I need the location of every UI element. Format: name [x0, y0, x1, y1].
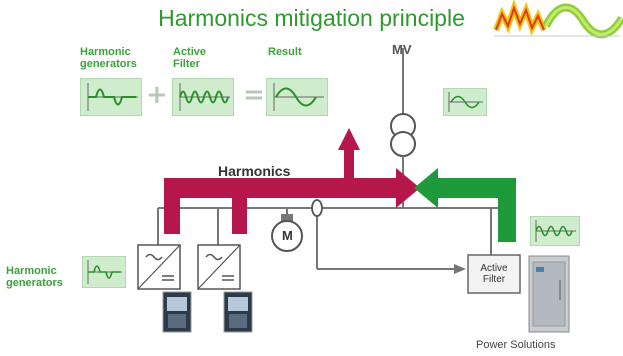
cabinet-icon [528, 255, 570, 333]
waveform-left-generators [81, 255, 127, 293]
waveform-chart-icon [442, 87, 488, 117]
harmonics-arrow [164, 128, 420, 234]
drive-icon [197, 244, 241, 290]
motor-icon [271, 214, 303, 252]
mv-label: MV [392, 42, 412, 57]
power-solutions-label: Power Solutions [476, 339, 556, 351]
current-sensor-icon [311, 199, 323, 217]
drive-icon [137, 244, 181, 290]
harmonics-label: Harmonics [218, 163, 291, 179]
waveform-chart-icon [79, 77, 143, 117]
compensation-arrow [414, 168, 516, 242]
waveform-active-filter [171, 77, 235, 121]
drive-photo-icon [162, 291, 192, 333]
equals-operator: = [243, 80, 265, 110]
top-label-harmonic-generators: Harmonic generators [80, 46, 137, 70]
waveform-mv-result [442, 87, 488, 121]
waveform-chart-icon [529, 215, 581, 247]
active-filter-box [467, 254, 521, 294]
waveform-harmonic-generators [79, 77, 143, 121]
transformer-icon [390, 113, 416, 157]
waveform-chart-icon [81, 255, 127, 289]
waveform-result [265, 77, 329, 121]
motor-label: M [282, 228, 293, 243]
waveform-filter-output [529, 215, 581, 251]
logo-waves-icon [492, 0, 623, 42]
drive-photo-icon [223, 291, 253, 333]
top-label-active-filter: Active Filter [173, 46, 207, 70]
waveform-chart-icon [265, 77, 329, 117]
left-label-harmonic-generators: Harmonic generators [6, 265, 63, 289]
page-title: Harmonics mitigation principle [158, 5, 465, 31]
active-filter-label: Active Filter [480, 263, 508, 285]
plus-operator: + [146, 80, 168, 110]
top-label-result: Result [268, 46, 302, 58]
waveform-chart-icon [171, 77, 235, 117]
